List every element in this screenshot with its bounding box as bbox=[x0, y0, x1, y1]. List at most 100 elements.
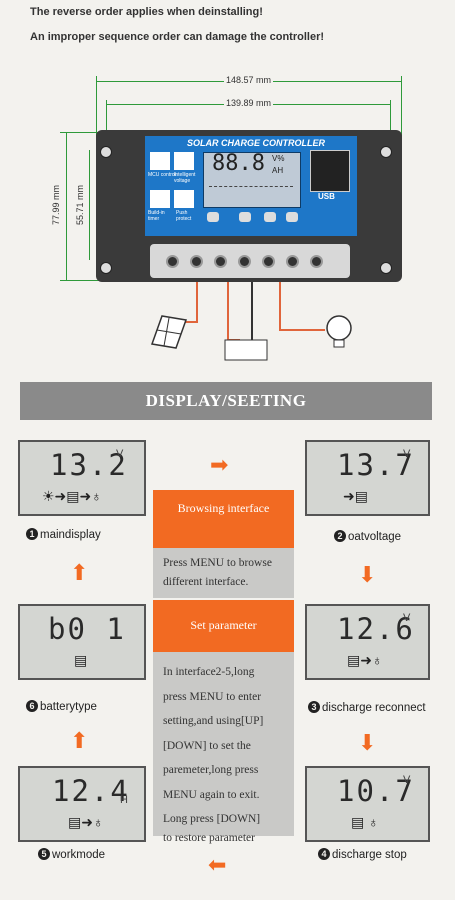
screen-6-label-text: batterytype bbox=[40, 701, 97, 713]
controller-lcd-icons bbox=[209, 186, 293, 201]
battery-bulb-icon: ▤ ♁ bbox=[351, 814, 379, 830]
set-text-last-box: to restore parameter bbox=[153, 830, 294, 852]
screen-5-lcd: 12.4 H ▤➜♁ bbox=[18, 766, 146, 842]
screen-3-value: 12.6 bbox=[337, 612, 415, 646]
panel-button-3[interactable] bbox=[264, 212, 276, 222]
dim-tick-left-inner bbox=[106, 100, 107, 140]
icon-label-protect: Push protect bbox=[176, 210, 192, 222]
arrow-right-icon: ➡ bbox=[210, 452, 229, 477]
charge-battery-icon: ➜▤ bbox=[343, 488, 368, 504]
screen-4-lcd: 10.7 V ▤ ♁ bbox=[305, 766, 430, 842]
screen-4-unit: V bbox=[403, 774, 411, 786]
panel-button-4[interactable] bbox=[286, 212, 298, 222]
screen-1-value: 13.2 bbox=[50, 448, 128, 482]
screen-3-unit: V bbox=[403, 612, 411, 624]
terminal-1 bbox=[166, 255, 179, 268]
set-title-box: Set parameter bbox=[153, 600, 294, 652]
set-text-line-7: Long press [DOWN] bbox=[163, 813, 261, 825]
screen-2-label-text: oatvoltage bbox=[348, 531, 402, 543]
screen-4-value: 10.7 bbox=[337, 774, 415, 808]
arrow-down-icon-2: ⬇ bbox=[358, 730, 377, 755]
screen-6-number: 6 bbox=[26, 700, 38, 712]
terminal-7 bbox=[310, 255, 323, 268]
dim-tick-top-outer bbox=[60, 132, 100, 133]
usb-port bbox=[310, 150, 350, 192]
browse-text: Press MENU to browse different interface… bbox=[163, 557, 272, 588]
mcu-icon bbox=[150, 152, 170, 170]
controller-unit-v: V% bbox=[272, 154, 285, 163]
mount-hole-bottom-left bbox=[100, 262, 112, 274]
screen-4-label-text: discharge stop bbox=[332, 849, 407, 861]
screen-5-value: 12.4 bbox=[52, 774, 130, 808]
mount-hole-top-right bbox=[380, 146, 392, 158]
set-text-line-8: to restore parameter bbox=[163, 832, 255, 844]
warning-line-2: An improper sequence order can damage th… bbox=[30, 31, 325, 43]
set-text-line-1: In interface2-5,long bbox=[163, 666, 255, 678]
set-text-line-3: setting,and using[UP] bbox=[163, 715, 264, 727]
screen-1-lcd: 13.2 V ☀➜▤➜♁ bbox=[18, 440, 146, 516]
icon-label-mcu: MCU control bbox=[148, 172, 176, 178]
solar-battery-load-icon: ☀➜▤➜♁ bbox=[42, 488, 102, 504]
dim-tick-right-outer bbox=[401, 76, 402, 136]
battery-load-icon-5: ▤➜♁ bbox=[68, 814, 104, 830]
set-text-box: In interface2-5,long press MENU to enter… bbox=[153, 652, 294, 836]
screen-4-number: 4 bbox=[318, 848, 330, 860]
screen-5-unit: H bbox=[120, 794, 128, 806]
terminal-5 bbox=[262, 255, 275, 268]
screen-3-label-text: discharge reconnect bbox=[322, 702, 426, 714]
screen-2-value: 13.7 bbox=[337, 448, 415, 482]
icon-label-voltage: Intelligent voltage bbox=[174, 172, 196, 184]
set-text-line-5: paremeter,long press bbox=[163, 764, 259, 776]
set-text-line-4: [DOWN] to set the bbox=[163, 739, 251, 752]
usb-label: USB bbox=[318, 192, 335, 201]
battery-wire-positive bbox=[227, 282, 240, 341]
controller-unit-ah: AH bbox=[272, 166, 284, 175]
screen-6-value: b0 1 bbox=[48, 612, 126, 646]
arrow-up-icon-1: ⬆ bbox=[70, 728, 89, 753]
dim-height-inner: 55.71 mm bbox=[75, 182, 86, 228]
arrow-down-icon-1: ⬇ bbox=[358, 562, 377, 587]
dim-tick-right-inner bbox=[390, 100, 391, 140]
panel-button-2[interactable] bbox=[239, 212, 251, 222]
timer-icon bbox=[150, 190, 170, 208]
dim-tick-left-outer bbox=[96, 76, 97, 136]
light-bulb-icon bbox=[326, 315, 352, 348]
screen-3-number: 3 bbox=[308, 701, 320, 713]
icon-label-timer: Build-in timer bbox=[148, 210, 165, 222]
screen-5-number: 5 bbox=[38, 848, 50, 860]
screen-2-unit: V bbox=[403, 448, 411, 460]
dim-width-inner: 139.89 mm bbox=[224, 98, 274, 108]
battery-icon bbox=[224, 339, 268, 361]
screen-1-number: 1 bbox=[26, 528, 38, 540]
battery-load-icon: ▤➜♁ bbox=[347, 652, 383, 668]
browse-text-box: Press MENU to browse different interface… bbox=[153, 548, 294, 598]
arrow-up-icon-2: ⬆ bbox=[70, 560, 89, 585]
screen-2-number: 2 bbox=[334, 530, 346, 542]
dim-tick-bottom-outer bbox=[60, 280, 100, 281]
dim-width-outer: 148.57 mm bbox=[224, 75, 274, 85]
set-title: Set parameter bbox=[190, 618, 257, 632]
browse-title: Browsing interface bbox=[177, 501, 270, 515]
dim-height-outer: 77.99 mm bbox=[51, 182, 62, 228]
load-wire bbox=[279, 282, 325, 331]
wiring-diagram bbox=[180, 282, 325, 361]
screen-1-unit: V bbox=[116, 448, 124, 460]
controller-lcd bbox=[203, 152, 301, 208]
panel-button-1[interactable] bbox=[207, 212, 219, 222]
arrow-left-icon: ⬅ bbox=[208, 852, 227, 877]
terminal-6 bbox=[286, 255, 299, 268]
mount-hole-top-left bbox=[100, 146, 112, 158]
dim-line-height-inner bbox=[89, 150, 90, 260]
terminal-3 bbox=[214, 255, 227, 268]
mount-hole-bottom-right bbox=[380, 262, 392, 274]
lock-icon bbox=[174, 190, 194, 208]
battery-icon-6: ▤ bbox=[74, 652, 88, 668]
dim-line-height-outer bbox=[66, 132, 67, 280]
voltage-icon bbox=[174, 152, 194, 170]
